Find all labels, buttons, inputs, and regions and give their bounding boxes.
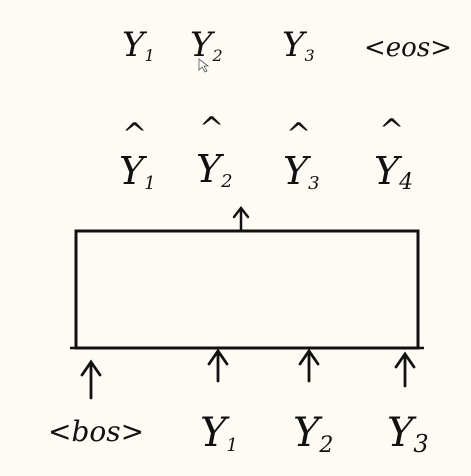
prediction-hat-4: ^: [379, 113, 404, 148]
prediction-hat-1: ^: [122, 117, 147, 152]
prediction-hat-2: ^: [199, 111, 224, 146]
output-arrow-icon: [232, 205, 250, 233]
input-token-bos: <bos>: [48, 415, 144, 448]
prediction-token-4: Y4: [374, 149, 413, 195]
input-arrow-icon-1: [80, 359, 102, 400]
input-row: <bos> Y1 Y2 Y3: [48, 410, 429, 458]
target-row: Y1 Y2 Y3 <eos>: [122, 25, 452, 65]
prediction-token-3: Y3: [283, 149, 320, 194]
prediction-row: ^ Y1 ^ Y2 ^ Y3 ^ Y4: [119, 111, 413, 195]
prediction-token-1: Y1: [119, 149, 156, 194]
input-token-2: Y2: [293, 410, 333, 458]
input-arrow-icon-2: [207, 348, 229, 383]
prediction-token-2: Y2: [196, 147, 233, 192]
target-token-3: Y3: [282, 25, 315, 65]
input-arrow-icon-4: [394, 351, 416, 388]
prediction-hat-3: ^: [286, 117, 311, 152]
input-arrows: [80, 348, 416, 400]
target-token-2: Y2: [190, 25, 223, 65]
input-arrow-icon-3: [298, 348, 320, 383]
target-token-1: Y1: [122, 25, 155, 65]
mouse-cursor-icon: [198, 58, 210, 73]
input-token-3: Y3: [387, 410, 429, 458]
model-box: [74, 229, 420, 350]
target-token-eos: <eos>: [364, 33, 452, 63]
input-token-1: Y1: [200, 410, 238, 456]
